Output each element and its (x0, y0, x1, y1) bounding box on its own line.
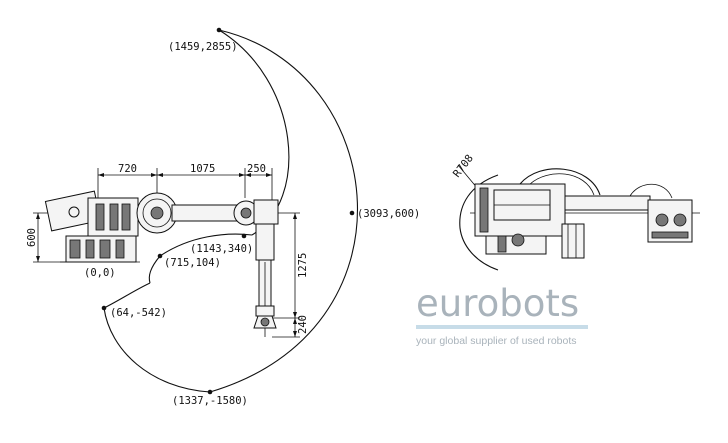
dim-1075: 1075 (190, 163, 215, 175)
point-top (216, 27, 222, 33)
inner-small-arc (148, 255, 161, 284)
point-wrist (241, 233, 247, 239)
label-bottom: (1337,-1580) (172, 395, 248, 407)
label-wrist: (1143,340) (190, 243, 253, 255)
brand-underline (416, 325, 588, 329)
point-left-low (101, 305, 107, 311)
point-inner (157, 253, 163, 259)
dim-720: 720 (118, 163, 137, 175)
side-arm (564, 195, 651, 211)
lower-left-arc (103, 307, 211, 393)
dim-600: 600 (26, 228, 38, 247)
dim-240: 240 (297, 315, 309, 334)
brand-watermark: eurobots your global supplier of used ro… (416, 282, 588, 347)
robot-front-view (44, 190, 279, 337)
upper-arm (171, 204, 245, 222)
brand-logo-text: eurobots (416, 282, 579, 325)
elbow-housing (253, 199, 279, 225)
dim-1275: 1275 (297, 253, 309, 278)
side-cable (519, 168, 601, 196)
label-left-low: (64,-542) (110, 307, 167, 319)
dim-250: 250 (247, 163, 266, 175)
label-top: (1459,2855) (168, 41, 238, 53)
brand-tagline: your global supplier of used robots (416, 335, 577, 347)
point-bottom (207, 389, 213, 395)
side-radius-label: R708 (451, 153, 476, 180)
point-right (349, 210, 355, 216)
label-right: (3093,600) (357, 208, 420, 220)
robot-side-view (457, 164, 700, 271)
left-connecting-arc (103, 282, 151, 309)
outer-envelope-arc (209, 29, 358, 393)
envelope-points (101, 27, 355, 395)
forearm-upper (255, 223, 275, 261)
label-inner: (715,104) (164, 257, 221, 269)
label-origin: (0,0) (84, 267, 116, 279)
